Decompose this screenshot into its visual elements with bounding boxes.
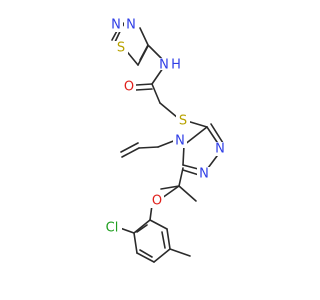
atom-n4: N	[175, 134, 185, 149]
atom-nh: N	[159, 58, 169, 73]
atom-o2: O	[152, 194, 162, 209]
atom-n5: N	[215, 142, 225, 157]
atom-o1: O	[124, 80, 134, 95]
molecule-structure: N N S N H O S N N N O Cl	[102, 17, 227, 263]
atom-h: H	[171, 58, 181, 73]
atom-s1: S	[117, 41, 125, 56]
atom-labels: N N S N H O S N N N O Cl	[102, 18, 227, 236]
atom-n2: N	[111, 18, 121, 33]
atom-n1: N	[126, 18, 136, 33]
atom-cl: Cl	[106, 221, 119, 236]
atom-n6: N	[199, 167, 209, 182]
atom-s2: S	[179, 114, 187, 129]
